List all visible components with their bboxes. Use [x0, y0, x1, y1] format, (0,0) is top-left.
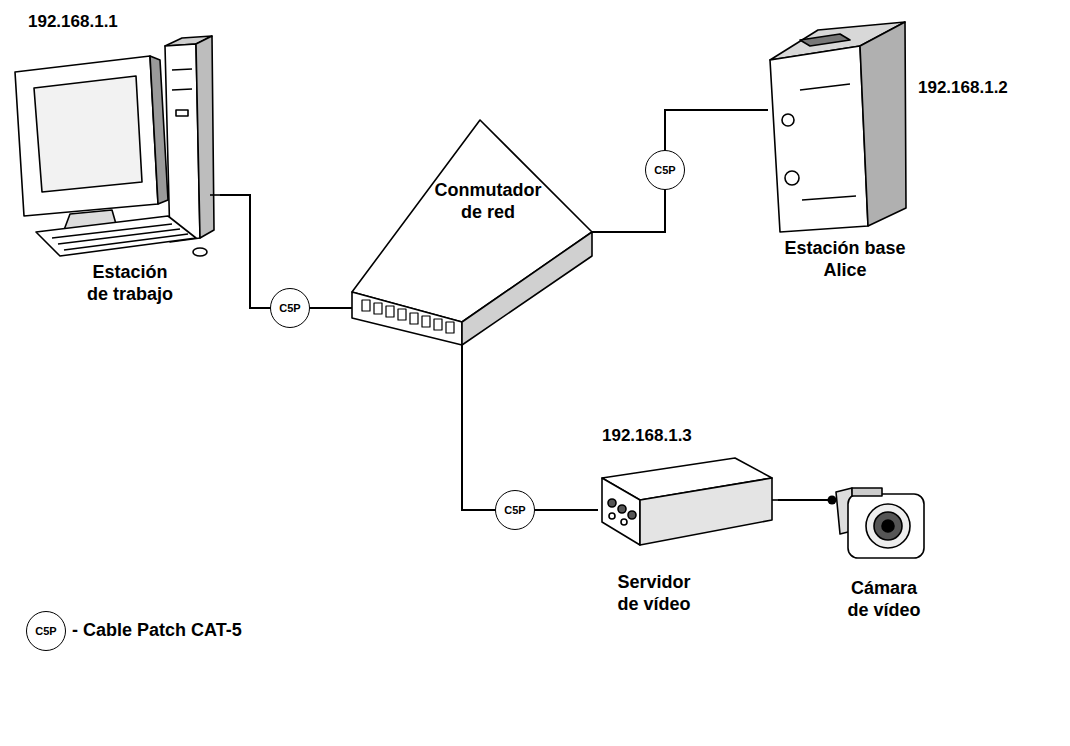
- cable-line: [778, 499, 832, 501]
- video-camera-illustration: [836, 488, 924, 558]
- ip-address: 192.168.1.1: [28, 12, 118, 32]
- cable-end-dot: [828, 496, 837, 505]
- cable-tag: C5P: [270, 288, 310, 328]
- ip-address: 192.168.1.3: [602, 426, 692, 446]
- cable-line: [462, 345, 598, 510]
- device-label: Cámara de vídeo: [841, 578, 927, 621]
- patch-cable: [778, 496, 837, 505]
- ip-address: 192.168.1.2: [918, 78, 1008, 98]
- device-label: Estación de trabajo: [83, 262, 178, 305]
- cable-tag: C5P: [645, 150, 685, 190]
- workstation-illustration: [15, 36, 220, 256]
- device-label: Estación base Alice: [779, 238, 911, 281]
- legend-text: - Cable Patch CAT-5: [72, 620, 242, 642]
- network-switch-node: Conmutador de red: [352, 120, 592, 345]
- workstation-node: 192.168.1.1Estación de trabajo: [10, 8, 220, 310]
- network-switch-illustration: [352, 120, 592, 345]
- cable-line: [592, 110, 768, 232]
- video-camera-node: Cámara de vídeo: [832, 480, 940, 625]
- patch-cable: [592, 110, 768, 232]
- video-server-node: 192.168.1.3Servidor de vídeo: [598, 420, 778, 620]
- patch-cable: [462, 345, 598, 510]
- device-label: Conmutador de red: [430, 180, 546, 223]
- device-label: Servidor de vídeo: [608, 572, 700, 615]
- cable-tag-sample: C5P: [26, 611, 66, 651]
- video-server-illustration: [602, 458, 778, 545]
- base-station-illustration: [770, 22, 906, 232]
- cable-tag: C5P: [495, 490, 535, 530]
- base-station-node: 192.168.1.2Estación base Alice: [768, 20, 1062, 292]
